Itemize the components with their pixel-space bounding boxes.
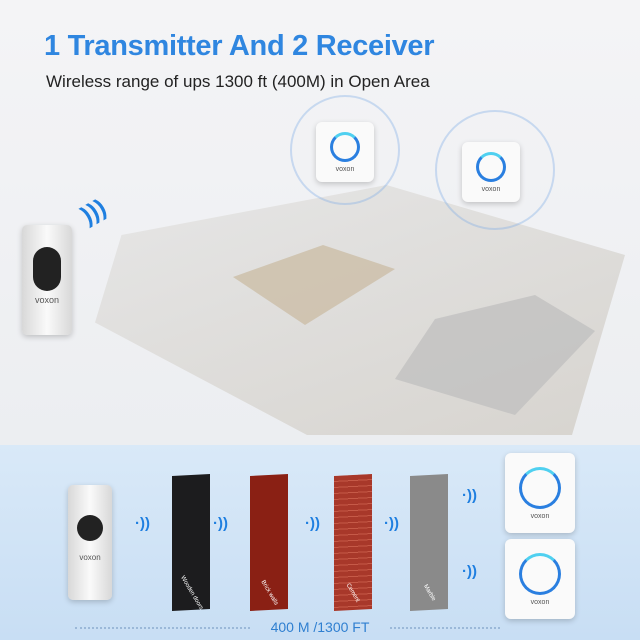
range-label: 400 M /1300 FT: [270, 619, 370, 635]
barrier-wooden-doors: Wooden doors: [172, 474, 210, 611]
light-ring-icon: [330, 131, 360, 162]
hero-scene: 1 Transmitter And 2 Receiver Wireless ra…: [0, 0, 640, 445]
range-line-right: [390, 627, 500, 629]
page-title: 1 Transmitter And 2 Receiver: [44, 30, 435, 62]
barrier-label: Marble: [421, 583, 437, 603]
house-illustration: [95, 185, 625, 435]
bell-button-icon: [77, 515, 103, 541]
wifi-signal-icon: ·)): [462, 563, 477, 580]
receiver-small-2: voxon: [505, 539, 575, 619]
transmitter: voxon: [22, 225, 72, 335]
light-ring-icon: [519, 552, 561, 595]
transmitter-small: voxon: [68, 485, 112, 600]
brand-label: voxon: [530, 512, 550, 520]
barrier-marble: Marble: [410, 474, 448, 611]
barrier-label: Cement: [345, 582, 361, 604]
brand-label: voxon: [481, 185, 501, 193]
receiver-2: voxon: [462, 142, 520, 202]
wifi-signal-icon: ·)): [384, 515, 399, 532]
receiver-1: voxon: [316, 122, 374, 182]
light-ring-icon: [519, 466, 561, 509]
brand-label: voxon: [335, 165, 355, 173]
light-ring-icon: [476, 151, 506, 182]
bell-button-icon: [33, 247, 61, 291]
page-subtitle: Wireless range of ups 1300 ft (400M) in …: [46, 72, 430, 91]
wifi-signal-icon: ·)): [213, 515, 228, 532]
wifi-signal-icon: ·)): [305, 515, 320, 532]
barrier-cement: Cement: [334, 474, 372, 611]
brand-label: voxon: [79, 553, 101, 562]
brand-label: voxon: [530, 598, 550, 606]
range-band: voxon ·)) Wooden doors ·)) Brick walls ·…: [0, 445, 640, 640]
range-line-left: [75, 627, 250, 629]
wifi-signal-icon: ·)): [462, 487, 477, 504]
barrier-label: Brick walls: [259, 579, 279, 607]
brand-label: voxon: [34, 295, 60, 305]
wifi-signal-icon: ·)): [135, 515, 150, 532]
barrier-label: Wooden doors: [178, 575, 204, 611]
barrier-brick-walls: Brick walls: [250, 474, 288, 611]
receiver-small-1: voxon: [505, 453, 575, 533]
